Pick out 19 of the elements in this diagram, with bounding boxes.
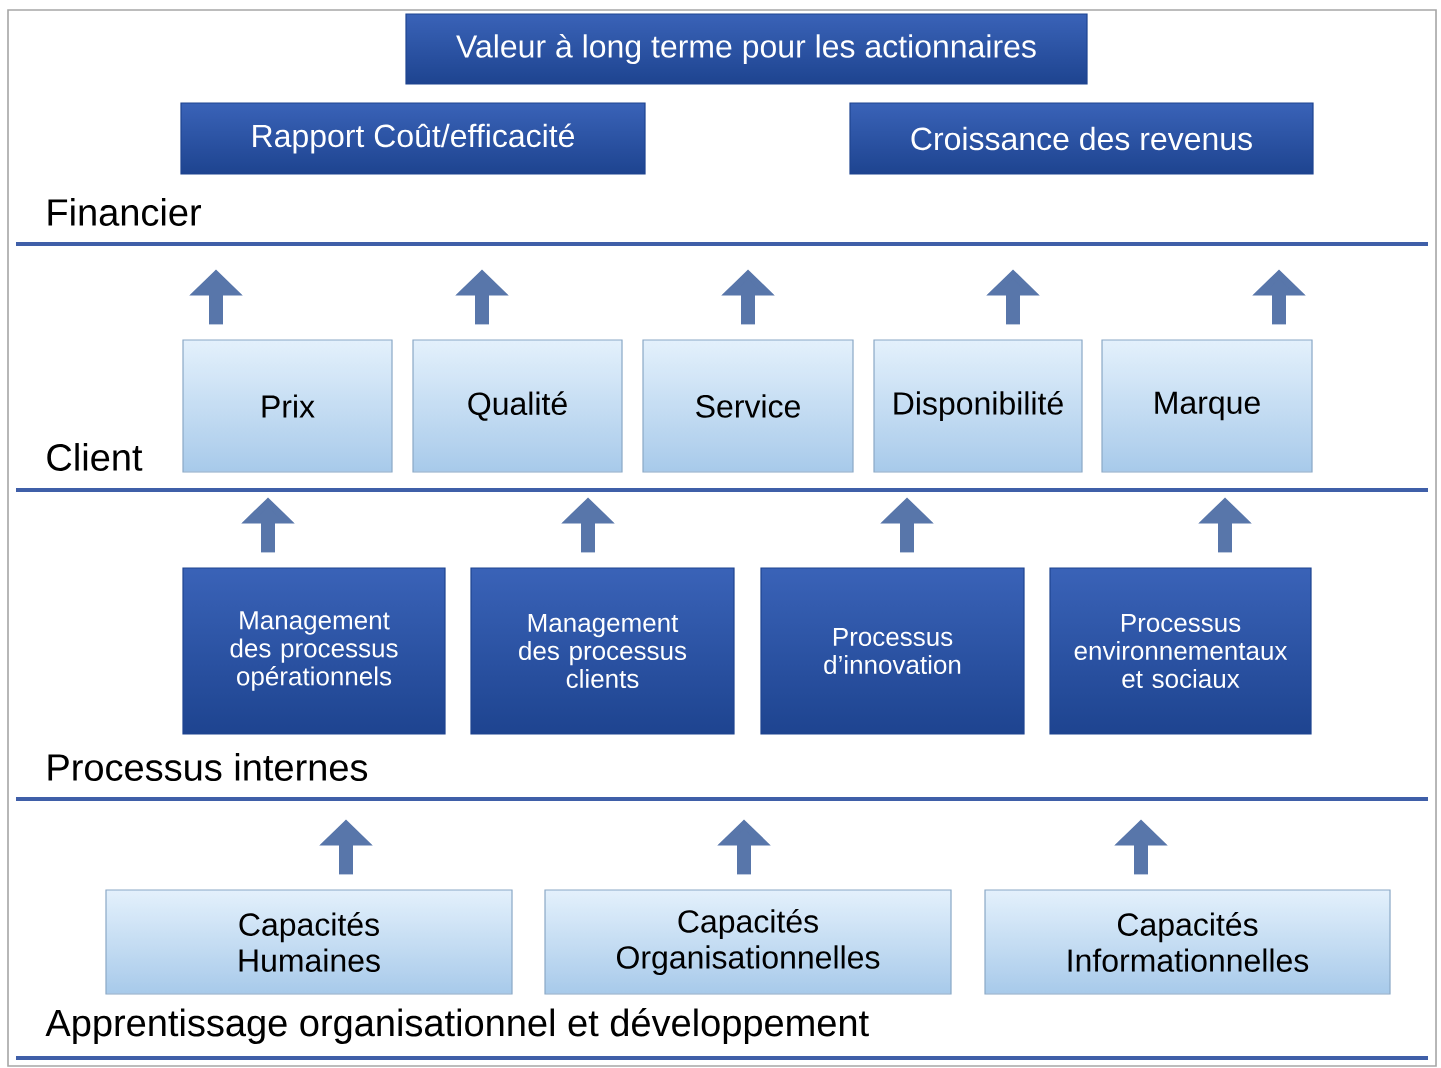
layer-label: Apprentissage organisationnel et développement	[45, 1008, 869, 1044]
light-box: Capacités Humaines	[105, 889, 513, 995]
dark-box: Management des processus opérationnels	[182, 567, 446, 735]
dark-box: Processus d’innovation	[760, 567, 1025, 735]
dark-box: Valeur à long terme pour les actionnaires	[405, 13, 1088, 85]
layer-label: Processus internes	[48, 753, 368, 781]
light-box: Prix	[182, 339, 393, 473]
light-box: Disponibilité	[873, 339, 1083, 473]
light-box: Capacités Organisationnelles	[544, 889, 952, 995]
light-box: Marque	[1101, 339, 1313, 473]
light-box: Qualité	[412, 339, 623, 473]
dark-box: Management des processus clients	[470, 567, 735, 735]
light-box: Capacités Informationnelles	[984, 889, 1391, 995]
layer-label: Financier	[48, 198, 201, 226]
dark-box: Croissance des revenus	[849, 102, 1314, 175]
dark-box: Rapport Coût/efficacité	[180, 102, 646, 175]
light-box: Service	[642, 339, 854, 473]
layer-label: Client	[47, 443, 143, 471]
dark-box: Processus environnementaux et sociaux	[1049, 567, 1312, 735]
